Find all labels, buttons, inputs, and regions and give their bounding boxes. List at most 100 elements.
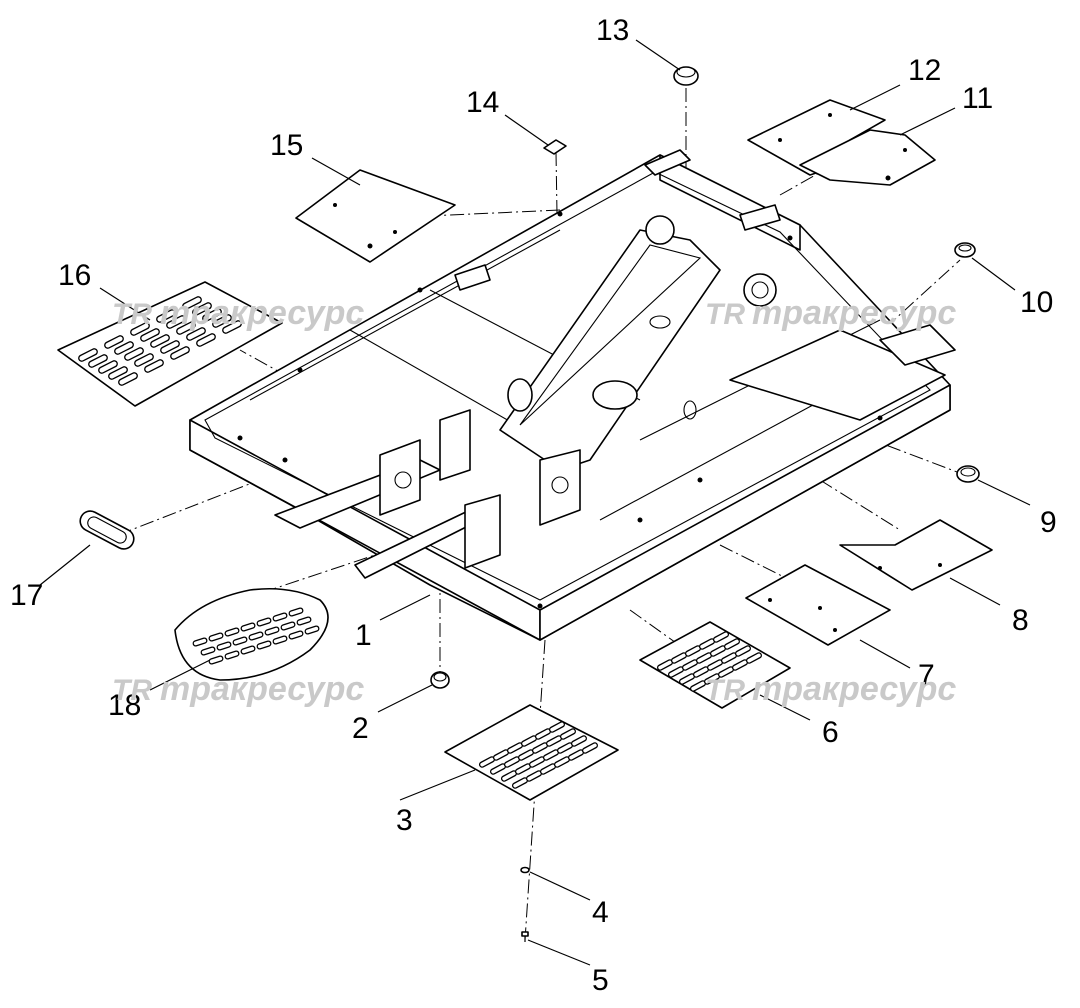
slot [98,360,118,374]
watermark-logo: TR [112,674,152,707]
callout-14: 14 [466,86,499,119]
watermark-top-right: TR тракресурс [705,294,956,332]
part-15-cover-plate [295,169,456,263]
callout-7: 7 [918,659,935,692]
slot [176,321,196,335]
slot [240,645,256,655]
watermark-bottom-left: TR тракресурс [112,670,364,708]
slot [166,315,186,329]
slot [296,616,312,626]
watermark-logo: TR [705,298,745,331]
slot [712,631,730,643]
part-14-clip [543,139,567,155]
slot [104,335,124,349]
callout-10: 10 [1020,286,1053,319]
watermark-text: тракресурс [752,294,956,332]
slot [156,309,176,323]
slot [222,320,242,334]
slot [734,645,752,657]
part-10-grommet [954,242,976,258]
main-frame [189,149,956,641]
callout-5: 5 [592,964,609,997]
part-3-slotted-plate [444,704,619,801]
callout-6: 6 [822,716,839,749]
part-16-slotted-cover [57,281,283,407]
callout-12: 12 [908,54,941,87]
slot [208,632,224,642]
slot [208,655,224,665]
slot [78,348,98,362]
part-4-washer [520,866,530,874]
watermark-text: тракресурс [752,670,956,708]
callout-3: 3 [396,804,413,837]
slot [224,627,240,637]
part-9-grommet [956,465,980,483]
part-17-seal-ring [79,510,135,550]
slot [192,302,212,316]
slot [212,314,232,328]
watermark-bottom-right: TR тракресурс [705,670,956,708]
slot [150,334,170,348]
part-13-grommet [673,66,699,86]
callout-16: 16 [58,259,91,292]
slot [224,650,240,660]
callout-4: 4 [592,896,609,929]
slot [272,612,288,622]
slot [548,721,566,733]
slot [140,328,160,342]
callout-9: 9 [1040,506,1057,539]
callout-15: 15 [270,129,303,162]
watermark-logo: TR [705,674,745,707]
callout-13: 13 [596,14,629,47]
slot [723,638,741,650]
watermark-top-left: TR тракресурс [112,294,364,332]
slot [114,341,134,355]
frame-holes [237,211,883,609]
slot [186,327,206,341]
leader-lines [39,39,1031,966]
slot [200,646,216,656]
part-2-bushing [430,671,450,689]
slot [248,631,264,641]
slot [581,742,599,754]
slot [272,635,288,645]
slot [304,625,320,635]
slot [108,366,128,380]
slot [192,637,208,647]
slot [256,640,272,650]
callout-2: 2 [352,712,369,745]
callout-1: 1 [355,619,372,652]
slot [134,353,154,367]
slot [240,622,256,632]
watermark-text: тракресурс [160,294,364,332]
callout-11: 11 [962,82,993,115]
part-5-bolt [521,931,529,942]
callout-8: 8 [1012,604,1029,637]
slot [88,354,108,368]
slot [196,333,216,347]
part-7-cover-plate [745,564,891,646]
slot [144,359,164,373]
part-18-rounded-plate [174,587,329,681]
part-8-shaped-plate [839,519,993,591]
watermark-logo: TR [112,298,152,331]
slot [202,308,222,322]
slot [216,641,232,651]
callout-18: 18 [108,689,141,722]
slot [124,347,144,361]
slot [118,372,138,386]
slot [288,630,304,640]
slot [745,652,763,664]
callout-labels: 13 14 15 12 11 10 16 17 18 1 2 3 4 5 6 7… [10,14,1057,997]
part-6-slotted-plate [639,621,791,709]
slot [256,617,272,627]
watermark-text: тракресурс [160,670,364,708]
slot [280,621,296,631]
slot [130,322,150,336]
slot [160,340,180,354]
part-11-plate [799,129,936,186]
slot [170,346,190,360]
slot [559,728,577,740]
callout-17: 17 [10,579,43,612]
